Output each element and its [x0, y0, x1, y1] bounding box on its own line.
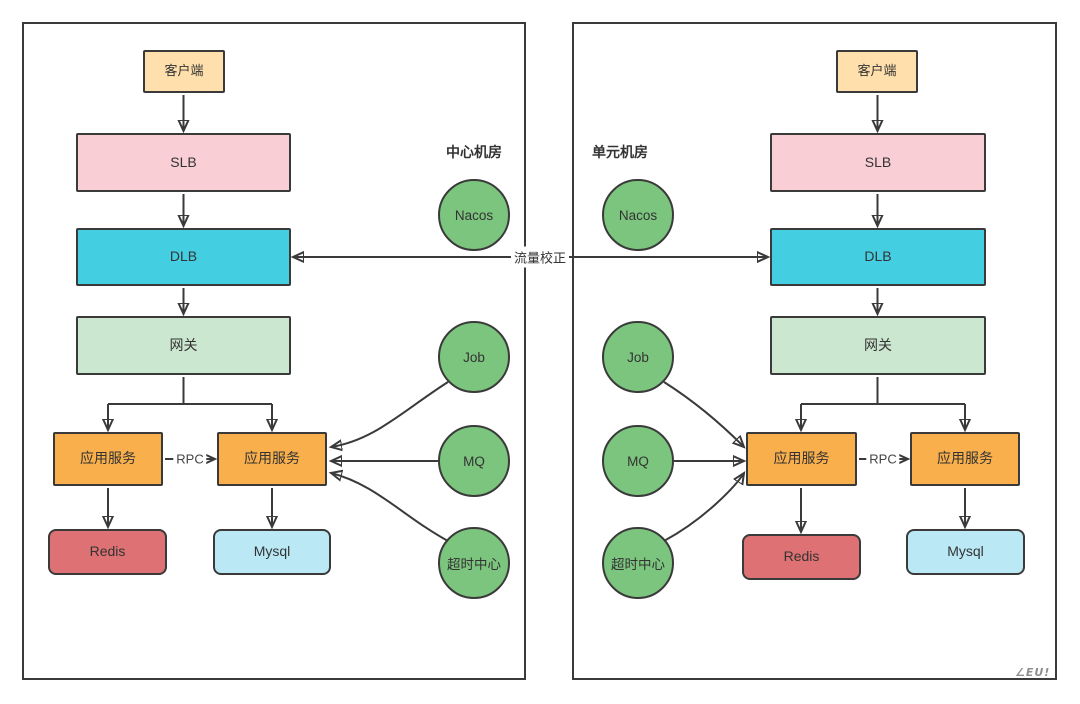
- node-client-unit: 客户端: [836, 50, 918, 93]
- traffic-correction-label: 流量校正: [510, 246, 570, 268]
- node-slb-center: SLB: [76, 133, 291, 192]
- node-job-center: Job: [438, 321, 510, 393]
- node-timeout-center-center: 超时中心: [438, 527, 510, 599]
- node-nacos-center: Nacos: [438, 179, 510, 251]
- node-dlb-unit: DLB: [770, 228, 986, 286]
- node-app-service-1-center: 应用服务: [53, 432, 163, 486]
- node-gateway-unit: 网关: [770, 316, 986, 375]
- node-timeout-center-unit: 超时中心: [602, 527, 674, 599]
- node-app-service-2-center: 应用服务: [217, 432, 327, 486]
- node-mq-center: MQ: [438, 425, 510, 497]
- node-app-service-2-unit: 应用服务: [910, 432, 1020, 486]
- node-client-center: 客户端: [143, 50, 225, 93]
- node-redis-center: Redis: [48, 529, 167, 575]
- node-mysql-center: Mysql: [213, 529, 331, 575]
- node-redis-unit: Redis: [742, 534, 861, 580]
- node-gateway-center: 网关: [76, 316, 291, 375]
- node-app-service-1-unit: 应用服务: [746, 432, 857, 486]
- rpc-label-center: RPC: [173, 450, 207, 468]
- center-room-panel: [22, 22, 526, 680]
- unit-room-label: 单元机房: [592, 144, 648, 160]
- node-slb-unit: SLB: [770, 133, 986, 192]
- watermark: ∠EU!: [1015, 666, 1051, 679]
- node-dlb-center: DLB: [76, 228, 291, 286]
- node-mq-unit: MQ: [602, 425, 674, 497]
- node-nacos-unit: Nacos: [602, 179, 674, 251]
- center-room-label: 中心机房: [446, 144, 502, 160]
- node-job-unit: Job: [602, 321, 674, 393]
- unit-room-panel: [572, 22, 1057, 680]
- node-mysql-unit: Mysql: [906, 529, 1025, 575]
- rpc-label-unit: RPC: [866, 450, 900, 468]
